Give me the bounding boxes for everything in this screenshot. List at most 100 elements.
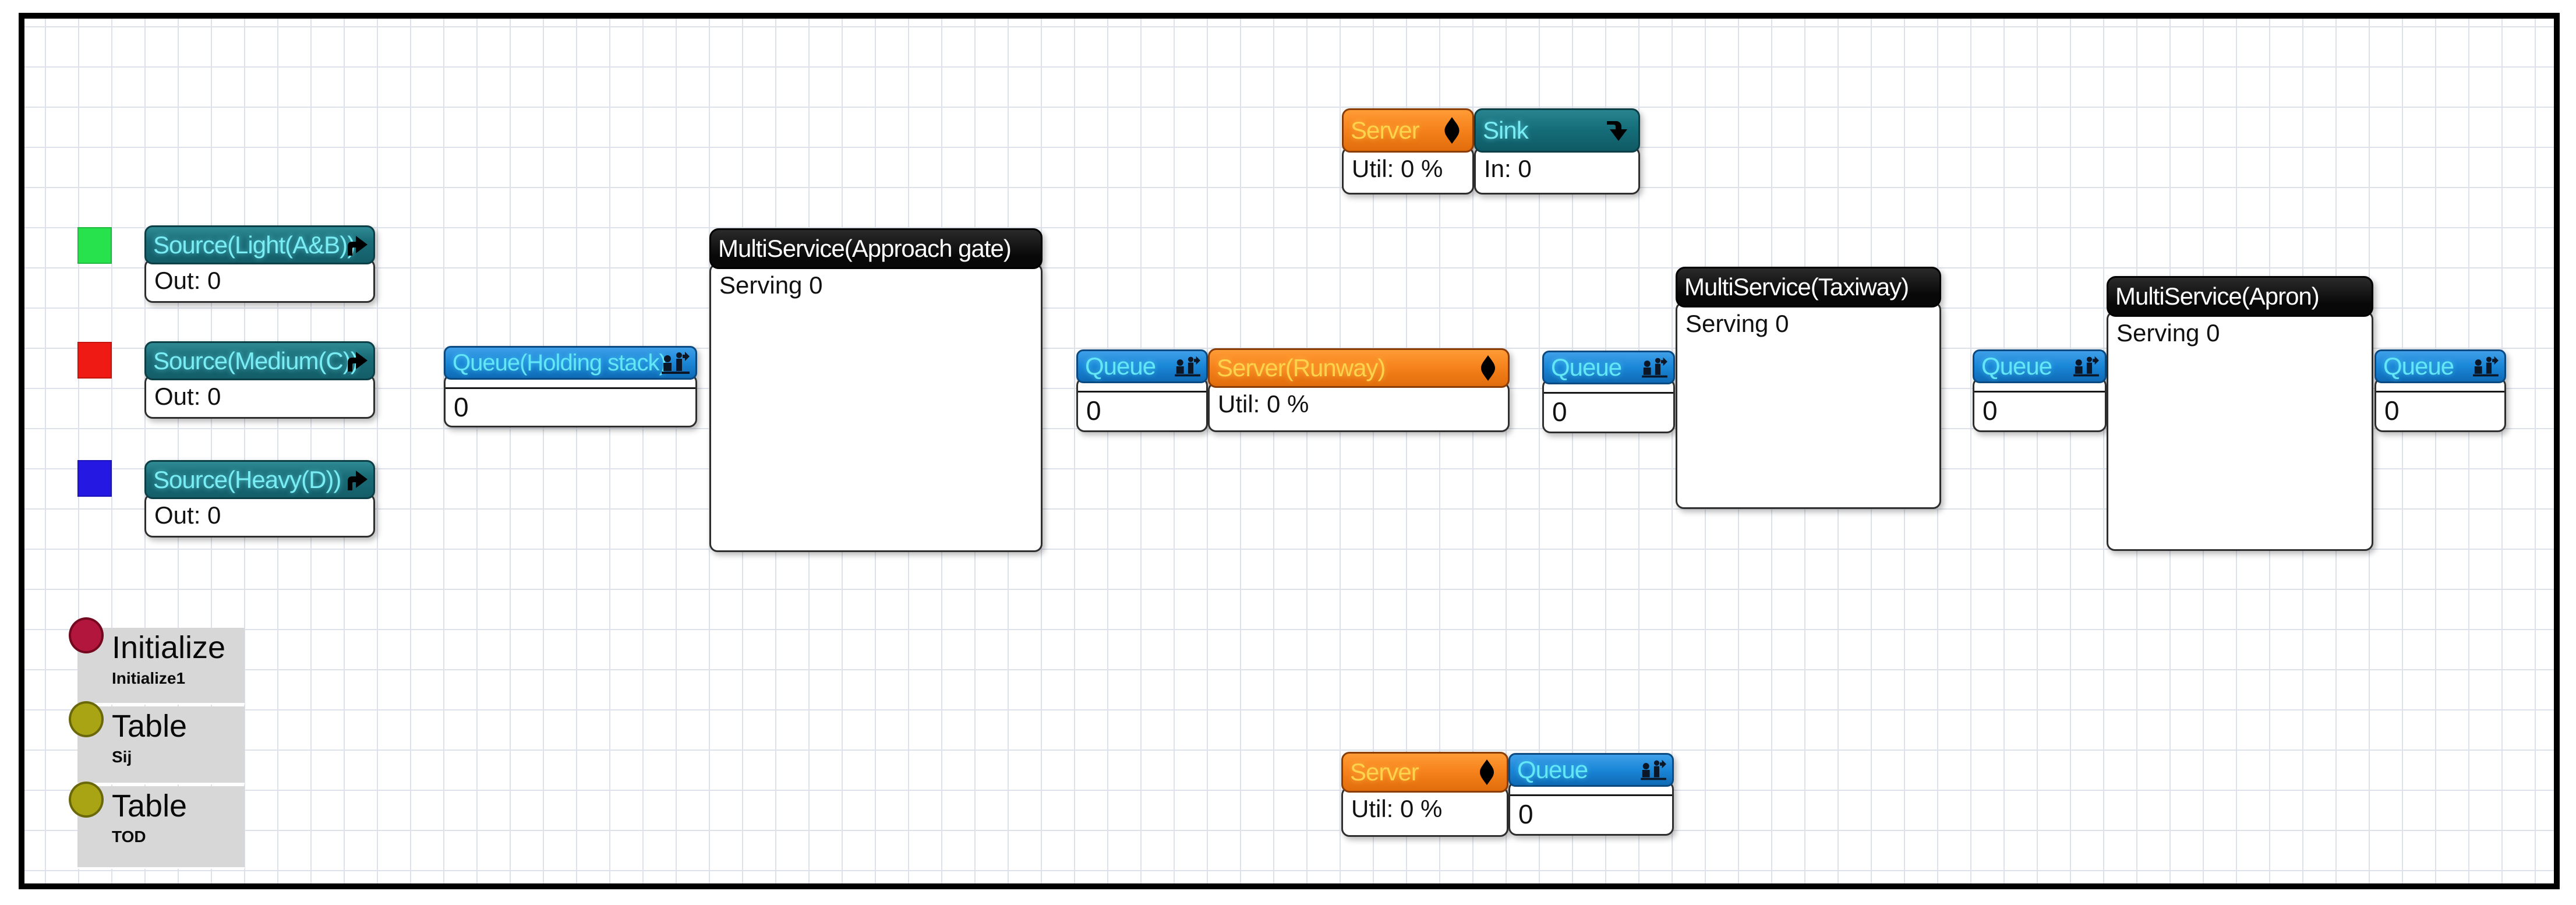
node-title: Server [1350, 758, 1419, 786]
node-body-text: In: 0 [1484, 155, 1532, 182]
node-title: Source(Medium(C)) [153, 347, 359, 374]
node-body: 0 [1508, 781, 1674, 836]
node-header: Server(Runway) [1208, 348, 1510, 388]
node-queue-holding[interactable]: Queue(Holding stack) 0 [444, 346, 697, 427]
initialize-dot-icon [69, 617, 104, 653]
node-body: 0 [444, 374, 697, 427]
node-title: Queue [1981, 352, 2052, 380]
table-dot-icon [69, 782, 104, 818]
node-body-text: Serving 0 [1685, 310, 1789, 337]
node-body: Util: 0 % [1208, 382, 1510, 432]
node-header: Queue [2374, 349, 2506, 383]
node-body: Serving 0 [1676, 302, 1941, 509]
node-body-text: 0 [1552, 397, 1567, 427]
node-header: Queue [1076, 349, 1208, 383]
arrow-right-icon [348, 470, 368, 490]
node-body: Out: 0 [144, 493, 375, 538]
node-body-text: Out: 0 [154, 383, 221, 410]
node-body-text: 0 [2384, 395, 2400, 426]
node-header: Queue [1508, 753, 1674, 787]
node-body-text: 0 [1086, 395, 1101, 426]
node-server-top[interactable]: Server Util: 0 % [1342, 108, 1474, 195]
entity-square-red[interactable] [77, 342, 112, 379]
palette-item-sublabel: TOD [112, 827, 146, 846]
node-header: MultiService(Approach gate) [709, 228, 1043, 269]
node-body: 0 [1542, 379, 1675, 433]
palette-item-label: Table [112, 709, 188, 744]
queue-people-icon [1641, 759, 1666, 780]
node-body-text: 0 [1518, 799, 1533, 829]
queue-people-icon [2073, 356, 2099, 377]
node-body: Serving 0 [2107, 311, 2373, 551]
queue-strip [1974, 379, 2105, 393]
node-header: Server [1341, 752, 1508, 793]
node-header: Queue [1542, 351, 1675, 384]
node-title: Queue [1517, 756, 1588, 783]
node-header: Server [1342, 108, 1474, 153]
node-body-text: 0 [454, 392, 469, 422]
node-title: Server(Runway) [1217, 354, 1386, 381]
diamond-icon [1444, 117, 1460, 144]
palette-item-label: Table [112, 789, 188, 823]
queue-people-icon [662, 352, 690, 374]
queue-people-icon [2473, 356, 2499, 377]
entity-square-blue[interactable] [77, 460, 112, 497]
node-server-bottom[interactable]: Server Util: 0 % [1341, 752, 1508, 837]
arrow-right-icon [348, 351, 368, 372]
node-body: Util: 0 % [1342, 147, 1474, 195]
node-header: Sink [1474, 108, 1640, 153]
node-header: Source(Light(A&B)) [144, 225, 375, 264]
node-body: Out: 0 [144, 259, 375, 303]
node-multiservice-taxiway[interactable]: MultiService(Taxiway) Serving 0 [1676, 267, 1941, 509]
node-source-medium[interactable]: Source(Medium(C)) Out: 0 [144, 341, 375, 419]
palette-item-table-sij[interactable]: Table Sij [77, 706, 245, 784]
node-server-runway[interactable]: Server(Runway) Util: 0 % [1208, 348, 1510, 432]
node-queue-apron-in[interactable]: Queue 0 [1973, 349, 2107, 432]
node-title: Queue [1551, 353, 1622, 381]
palette-item-label: Initialize [112, 630, 226, 665]
node-header: Queue [1973, 349, 2107, 383]
queue-strip [2376, 379, 2504, 393]
node-body: 0 [1076, 377, 1208, 432]
node-body-text: Out: 0 [154, 267, 221, 294]
palette-item-table-tod[interactable]: Table TOD [77, 786, 245, 869]
palette-item-sublabel: Initialize1 [112, 669, 186, 687]
node-title: Queue(Holding stack) [453, 350, 667, 376]
node-header: MultiService(Taxiway) [1676, 267, 1941, 307]
node-body: In: 0 [1474, 147, 1640, 195]
node-header: Queue(Holding stack) [444, 346, 697, 380]
node-source-heavy[interactable]: Source(Heavy(D)) Out: 0 [144, 460, 375, 538]
queue-strip [1544, 380, 1673, 394]
node-source-light[interactable]: Source(Light(A&B)) Out: 0 [144, 225, 375, 303]
node-body-text: Util: 0 % [1351, 795, 1443, 822]
node-title: MultiService(Apron) [2115, 282, 2320, 310]
node-body: 0 [1973, 377, 2107, 432]
diamond-icon [1481, 355, 1495, 381]
node-title: Source(Light(A&B)) [153, 231, 355, 259]
node-multiservice-apron[interactable]: MultiService(Apron) Serving 0 [2107, 276, 2373, 551]
node-body-text: Serving 0 [2116, 319, 2220, 347]
node-sink-top[interactable]: Sink In: 0 [1474, 108, 1640, 195]
queue-strip [446, 376, 695, 389]
node-body-text: Util: 0 % [1218, 390, 1309, 418]
node-title: Server [1351, 116, 1420, 144]
node-multiservice-approach-gate[interactable]: MultiService(Approach gate) Serving 0 [709, 228, 1043, 552]
node-queue-taxiway-in[interactable]: Queue 0 [1542, 351, 1675, 433]
palette-item-initialize[interactable]: Initialize Initialize1 [77, 628, 245, 705]
node-queue-runway-in[interactable]: Queue 0 [1076, 349, 1208, 432]
node-body-text: 0 [1983, 395, 1998, 426]
entity-square-green[interactable] [77, 227, 112, 264]
node-header: Source(Heavy(D)) [144, 460, 375, 499]
node-queue-bottom[interactable]: Queue 0 [1508, 753, 1674, 836]
node-body: Serving 0 [709, 263, 1043, 552]
queue-strip [1078, 379, 1206, 393]
queue-strip [1510, 783, 1672, 796]
node-queue-out[interactable]: Queue 0 [2374, 349, 2506, 432]
node-title: MultiService(Taxiway) [1684, 273, 1909, 301]
node-body-text: Serving 0 [719, 271, 823, 299]
node-header: MultiService(Apron) [2107, 276, 2373, 317]
node-title: Source(Heavy(D)) [153, 465, 341, 493]
node-body: Out: 0 [144, 374, 375, 419]
node-header: Source(Medium(C)) [144, 341, 375, 380]
